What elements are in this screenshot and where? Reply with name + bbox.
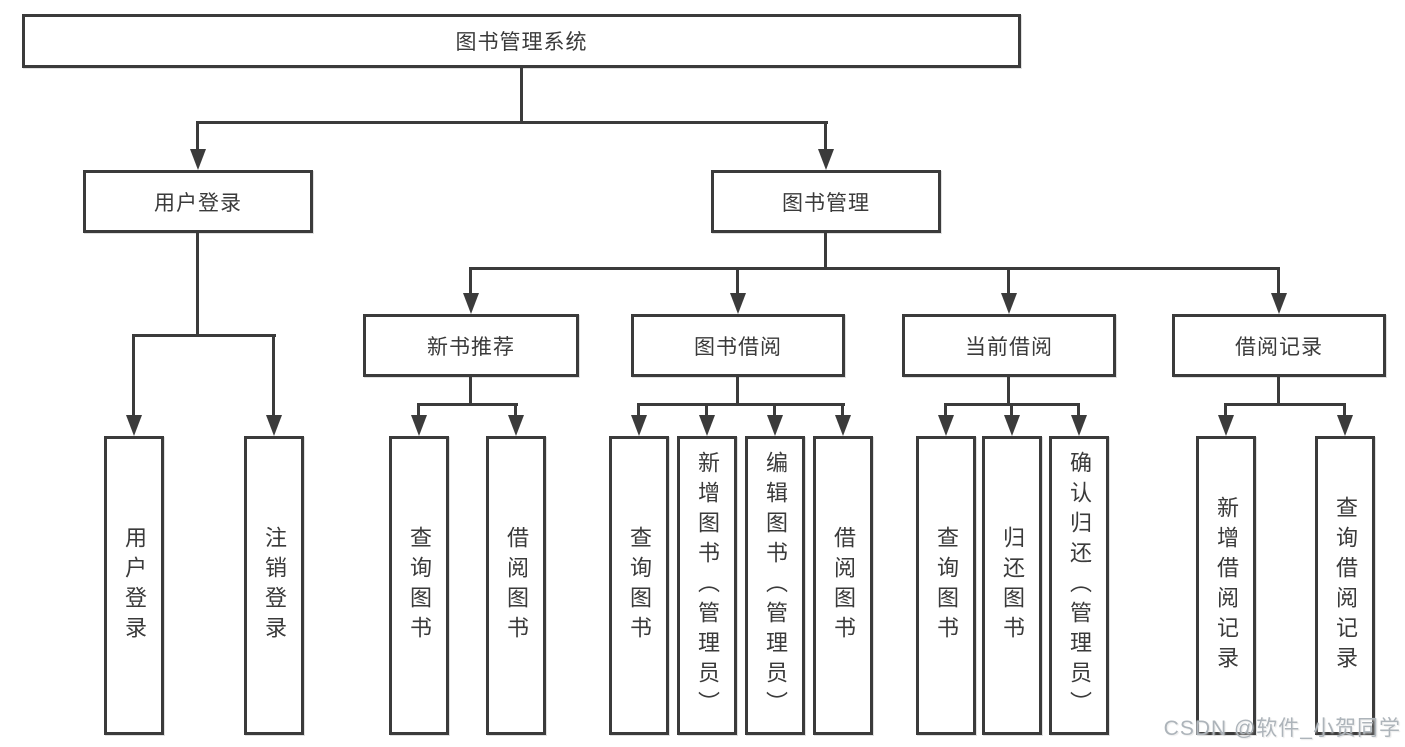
arrow-down-icon bbox=[1337, 415, 1353, 436]
node-new-book-recommend: 新书推荐 bbox=[363, 314, 579, 377]
leaf-records-query-borrow-record: 查询借阅记录 bbox=[1315, 436, 1375, 735]
connector-drop-leaf-login bbox=[132, 334, 135, 417]
connector-drop bbox=[1343, 403, 1346, 417]
leaf-user-login: 用户登录 bbox=[104, 436, 164, 735]
connector-bookmgmt-crossbar bbox=[469, 267, 1280, 270]
node-user-login-label: 用户登录 bbox=[154, 191, 242, 215]
connector-drop bbox=[841, 403, 844, 417]
leaf-bookborrow-borrow-books: 借阅图书 bbox=[813, 436, 873, 735]
leaf-currentborrow-query-books: 查询图书 bbox=[916, 436, 976, 735]
leaf-bookborrow-add-books-admin-label: 新增图书（管理员） bbox=[695, 450, 720, 721]
leaf-bookborrow-query-books-label: 查询图书 bbox=[627, 525, 652, 646]
arrow-down-icon bbox=[1271, 293, 1287, 314]
leaf-bookborrow-query-books: 查询图书 bbox=[609, 436, 669, 735]
connector-drop-book-borrow bbox=[736, 267, 739, 296]
node-root-label: 图书管理系统 bbox=[455, 31, 588, 54]
node-book-management: 图书管理 bbox=[711, 170, 941, 233]
arrow-down-icon bbox=[1004, 415, 1020, 436]
connector-userlogin-crossbar bbox=[132, 334, 276, 337]
connector-bookborrow-stem bbox=[736, 377, 739, 406]
connector-root-crossbar bbox=[196, 121, 828, 124]
connector-drop-book-mgmt bbox=[824, 121, 827, 152]
arrow-down-icon bbox=[1071, 415, 1087, 436]
node-borrow-records-label: 借阅记录 bbox=[1235, 335, 1323, 359]
connector-borrowrecords-stem bbox=[1277, 377, 1280, 406]
leaf-currentborrow-return-books: 归还图书 bbox=[982, 436, 1042, 735]
csdn-watermark: CSDN @软件_小贺同学 bbox=[1163, 717, 1401, 740]
arrow-down-icon bbox=[126, 415, 142, 436]
leaf-records-query-borrow-record-label: 查询借阅记录 bbox=[1333, 495, 1358, 676]
connector-drop bbox=[773, 403, 776, 417]
node-user-login: 用户登录 bbox=[83, 170, 313, 233]
arrow-down-icon bbox=[411, 415, 427, 436]
connector-drop-new-books bbox=[469, 267, 472, 296]
connector-currentborrow-stem bbox=[1007, 377, 1010, 406]
node-borrow-records: 借阅记录 bbox=[1172, 314, 1386, 377]
leaf-user-login-label: 用户登录 bbox=[122, 525, 147, 646]
leaf-currentborrow-return-books-label: 归还图书 bbox=[1000, 525, 1025, 646]
connector-drop bbox=[705, 403, 708, 417]
arrow-down-icon bbox=[767, 415, 783, 436]
leaf-bookborrow-add-books-admin: 新增图书（管理员） bbox=[677, 436, 737, 735]
node-book-management-label: 图书管理 bbox=[782, 191, 870, 215]
connector-userlogin-stem bbox=[196, 233, 199, 337]
leaf-newbooks-query-books: 查询图书 bbox=[389, 436, 449, 735]
arrow-down-icon bbox=[508, 415, 524, 436]
arrow-down-icon bbox=[190, 149, 206, 170]
arrow-down-icon bbox=[835, 415, 851, 436]
connector-drop bbox=[1077, 403, 1080, 417]
leaf-newbooks-borrow-books-label: 借阅图书 bbox=[504, 525, 529, 646]
arrow-down-icon bbox=[1001, 293, 1017, 314]
connector-newbooks-crossbar bbox=[417, 403, 518, 406]
node-current-borrow-label: 当前借阅 bbox=[965, 335, 1053, 359]
connector-drop bbox=[1010, 403, 1013, 417]
connector-newbooks-stem bbox=[469, 377, 472, 406]
node-root: 图书管理系统 bbox=[22, 14, 1021, 68]
arrow-down-icon bbox=[818, 149, 834, 170]
arrow-down-icon bbox=[631, 415, 647, 436]
arrow-down-icon bbox=[699, 415, 715, 436]
node-current-borrow: 当前借阅 bbox=[902, 314, 1116, 377]
connector-drop-user-login bbox=[196, 121, 199, 152]
arrow-down-icon bbox=[730, 293, 746, 314]
connector-drop bbox=[1224, 403, 1227, 417]
connector-borrowrecords-crossbar bbox=[1224, 403, 1346, 406]
node-book-borrow-label: 图书借阅 bbox=[694, 335, 782, 359]
node-book-borrow: 图书借阅 bbox=[631, 314, 845, 377]
leaf-records-add-borrow-record: 新增借阅记录 bbox=[1196, 436, 1256, 735]
connector-drop bbox=[417, 403, 420, 417]
connector-drop bbox=[637, 403, 640, 417]
leaf-currentborrow-query-books-label: 查询图书 bbox=[934, 525, 959, 646]
leaf-newbooks-query-books-label: 查询图书 bbox=[407, 525, 432, 646]
connector-bookborrow-crossbar bbox=[637, 403, 845, 406]
leaf-bookborrow-edit-books-admin: 编辑图书（管理员） bbox=[745, 436, 805, 735]
leaf-bookborrow-edit-books-admin-label: 编辑图书（管理员） bbox=[763, 450, 788, 721]
arrow-down-icon bbox=[266, 415, 282, 436]
leaf-newbooks-borrow-books: 借阅图书 bbox=[486, 436, 546, 735]
arrow-down-icon bbox=[938, 415, 954, 436]
connector-root-stem bbox=[520, 68, 523, 124]
leaf-currentborrow-confirm-return-admin-label: 确认归还（管理员） bbox=[1067, 450, 1092, 721]
connector-drop bbox=[944, 403, 947, 417]
arrow-down-icon bbox=[1218, 415, 1234, 436]
leaf-bookborrow-borrow-books-label: 借阅图书 bbox=[831, 525, 856, 646]
leaf-records-add-borrow-record-label: 新增借阅记录 bbox=[1214, 495, 1239, 676]
leaf-logout-label: 注销登录 bbox=[262, 525, 287, 646]
connector-drop-current-borrow bbox=[1007, 267, 1010, 296]
arrow-down-icon bbox=[463, 293, 479, 314]
connector-drop-leaf-logout bbox=[272, 334, 275, 417]
connector-drop-borrow-records bbox=[1277, 267, 1280, 296]
connector-bookmgmt-stem bbox=[824, 233, 827, 270]
leaf-logout: 注销登录 bbox=[244, 436, 304, 735]
node-new-book-recommend-label: 新书推荐 bbox=[427, 335, 515, 359]
connector-drop bbox=[514, 403, 517, 417]
leaf-currentborrow-confirm-return-admin: 确认归还（管理员） bbox=[1049, 436, 1109, 735]
